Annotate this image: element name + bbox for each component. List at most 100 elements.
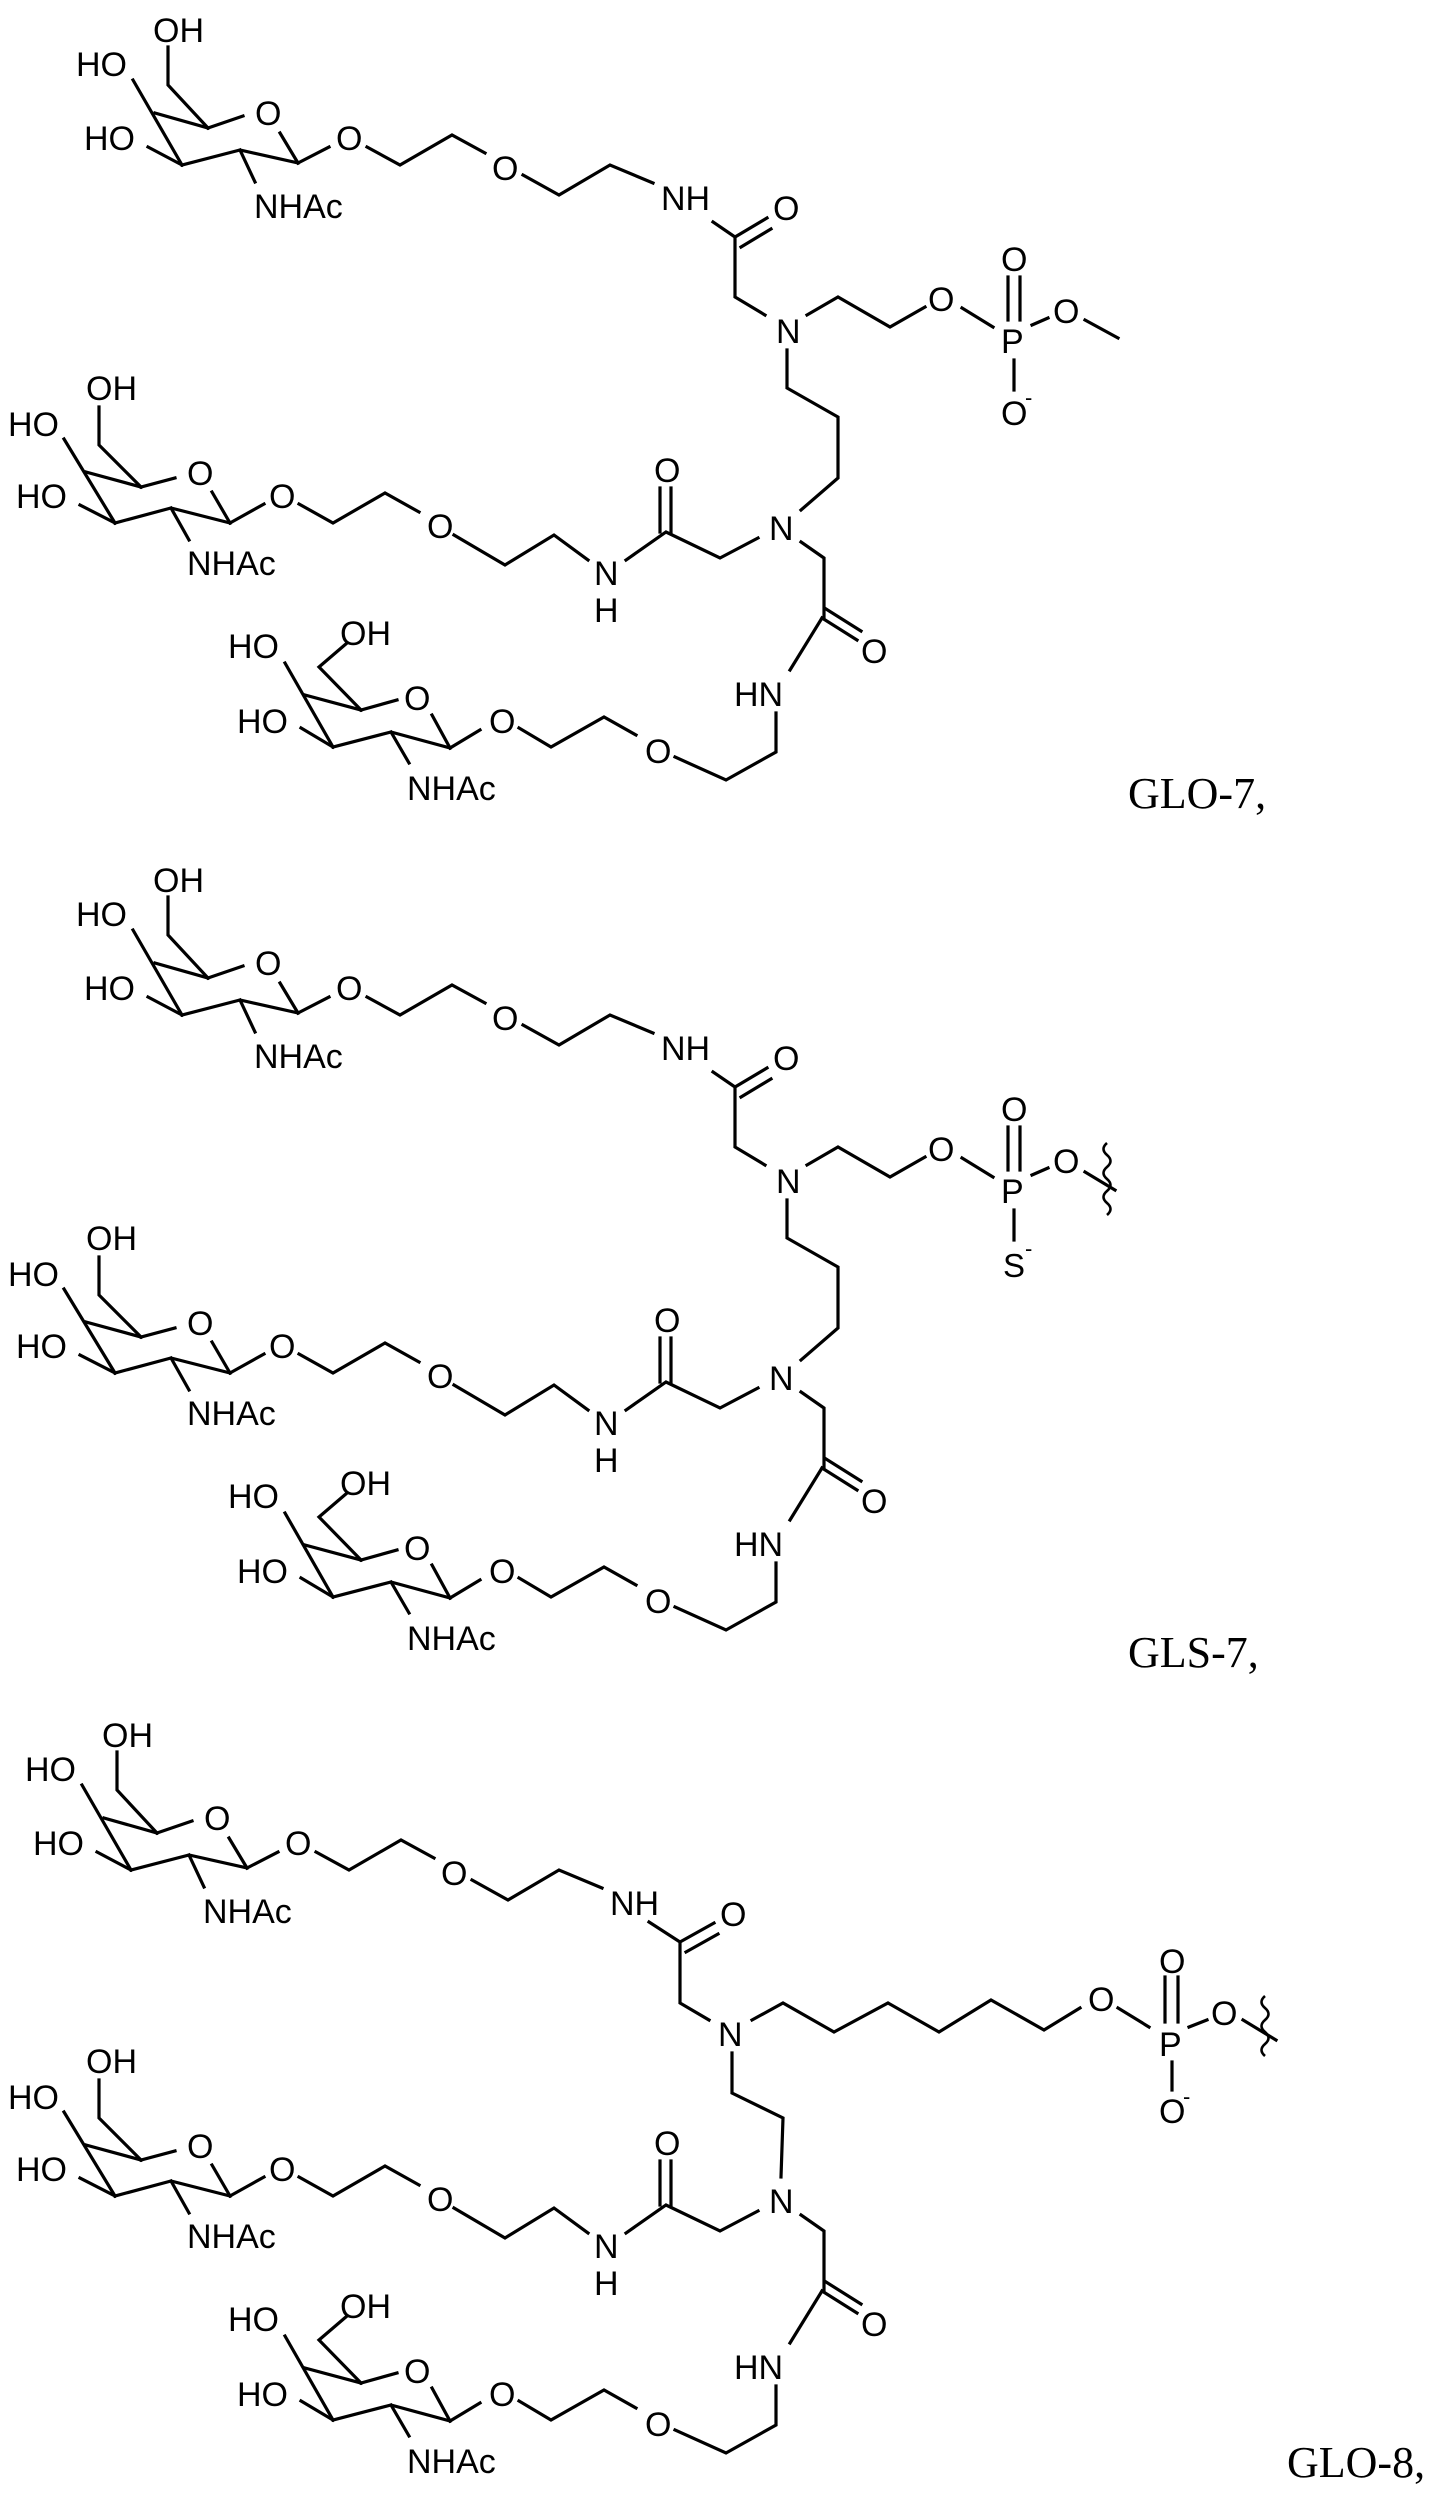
atom-h: H — [594, 592, 619, 630]
atom-ring-o: O — [187, 1305, 213, 1343]
atom-oh: OH — [86, 370, 137, 408]
atom-n: N — [718, 2016, 743, 2054]
compound-label: GLO-8, — [1287, 2438, 1425, 2487]
atom-s-minus: S — [1003, 1247, 1025, 1284]
atom-o-phosphoryl: O — [1159, 1943, 1185, 1981]
atom-nhac: NHAc — [187, 2218, 276, 2256]
atom-o: O — [1088, 1981, 1114, 2019]
atom-nh: NH — [661, 180, 710, 218]
atom-o: O — [645, 2406, 671, 2444]
atom-o: O — [928, 281, 954, 319]
atom-ring-o: O — [187, 455, 213, 493]
atom-o: O — [441, 1855, 467, 1893]
atom-ho: HO — [84, 970, 135, 1008]
atom-o-minus: O — [1159, 2093, 1185, 2131]
atom-ho: HO — [8, 1256, 59, 1294]
atom-oh: OH — [86, 1220, 137, 1258]
atom-o: O — [269, 478, 295, 516]
galnac-arm-top: OH HO HO O NHAc O O NH — [76, 12, 710, 226]
atom-oh: OH — [102, 1717, 153, 1755]
atom-ho: HO — [25, 1751, 76, 1789]
atom-oh: OH — [153, 862, 204, 900]
atom-nhac: NHAc — [407, 770, 496, 808]
atom-hn: HN — [734, 1526, 783, 1564]
atom-o: O — [427, 1358, 453, 1396]
atom-o-carbonyl: O — [773, 1040, 799, 1078]
atom-p: P — [1001, 323, 1024, 361]
galnac-arm-bottom: OH HO HO O NHAc O O HN O — [228, 2279, 887, 2481]
atom-ho: HO — [237, 1553, 288, 1591]
charge-minus: - — [1025, 385, 1032, 410]
atom-o: O — [285, 1825, 311, 1863]
atom-n: N — [594, 555, 619, 593]
atom-nh: NH — [610, 1885, 659, 1923]
core: O N O P O O O - — [710, 190, 1121, 513]
atom-o: O — [427, 508, 453, 546]
atom-o-carbonyl: O — [861, 2306, 887, 2344]
atom-h: H — [594, 1442, 619, 1480]
atom-o: O — [492, 150, 518, 188]
atom-oh: OH — [86, 2043, 137, 2081]
atom-o: O — [269, 2151, 295, 2189]
galnac-arm-middle: OH HO HO O NHAc O O N H O N — [8, 2043, 826, 2303]
atom-o: O — [489, 2376, 515, 2414]
atom-oh: OH — [340, 615, 391, 653]
atom-hn: HN — [734, 676, 783, 714]
atom-oh: OH — [153, 12, 204, 50]
atom-o-carbonyl: O — [861, 1483, 887, 1521]
atom-ho: HO — [16, 2151, 67, 2189]
atom-nhac: NHAc — [187, 1395, 276, 1433]
core: O N O P O O O - — [646, 1896, 1279, 2179]
atom-n: N — [776, 1163, 801, 1201]
atom-o: O — [1053, 1143, 1079, 1181]
atom-n: N — [769, 2183, 794, 2221]
atom-ho: HO — [16, 1328, 67, 1366]
atom-ho: HO — [228, 2301, 279, 2339]
atom-ho: HO — [228, 628, 279, 666]
atom-ring-o: O — [255, 945, 281, 983]
atom-n: N — [594, 1405, 619, 1443]
atom-ring-o: O — [404, 2353, 430, 2391]
atom-n: N — [769, 1360, 794, 1398]
compound-glo-7: OH HO HO O NHAc O O NH O N O P O O — [8, 12, 1266, 818]
galnac-arm-bottom: OH HO HO O NHAc O O HN O — [228, 1456, 887, 1658]
attachment-wavy-bond — [1102, 1142, 1112, 1216]
hexyl-chain — [749, 1998, 1083, 2034]
atom-ho: HO — [16, 478, 67, 516]
attachment-wavy-bond — [1260, 1995, 1270, 2057]
galnac-arm-bottom: OH HO HO O NHAc O O HN O — [228, 606, 887, 808]
atom-o: O — [645, 1583, 671, 1621]
galnac-arm-top: OH HO HO O NHAc O O NH — [76, 862, 710, 1076]
atom-ho: HO — [33, 1825, 84, 1863]
atom-ho: HO — [8, 406, 59, 444]
atom-ring-o: O — [404, 1530, 430, 1568]
atom-o-phosphoryl: O — [1001, 1091, 1027, 1129]
atom-nh: NH — [661, 1030, 710, 1068]
galnac-arm-middle: OH HO HO O NHAc O O N H O N — [8, 1220, 826, 1480]
atom-oh: OH — [340, 1465, 391, 1503]
charge-minus: - — [1183, 2084, 1190, 2109]
atom-n: N — [769, 510, 794, 548]
atom-hn: HN — [734, 2349, 783, 2387]
atom-o-minus: O — [1001, 395, 1027, 433]
atom-o-carbonyl: O — [861, 633, 887, 671]
atom-o: O — [336, 120, 362, 158]
atom-o: O — [269, 1328, 295, 1366]
atom-o: O — [489, 1553, 515, 1591]
atom-ho: HO — [84, 120, 135, 158]
compound-label: GLO-7, — [1128, 769, 1266, 818]
atom-ho: HO — [228, 1478, 279, 1516]
atom-n: N — [776, 313, 801, 351]
atom-p: P — [1159, 2026, 1182, 2064]
compound-label: GLS-7, — [1128, 1628, 1259, 1677]
atom-n: N — [594, 2228, 619, 2266]
atom-ho: HO — [8, 2079, 59, 2117]
galnac-arm-middle: OH HO HO O NHAc O O N H O N — [8, 370, 826, 630]
atom-o-carbonyl: O — [654, 2125, 680, 2163]
atom-ring-o: O — [255, 95, 281, 133]
core: O N O P O O S - — [710, 1040, 1118, 1363]
atom-o-carbonyl: O — [654, 1302, 680, 1340]
atom-o: O — [928, 1131, 954, 1169]
atom-ho: HO — [237, 2376, 288, 2414]
